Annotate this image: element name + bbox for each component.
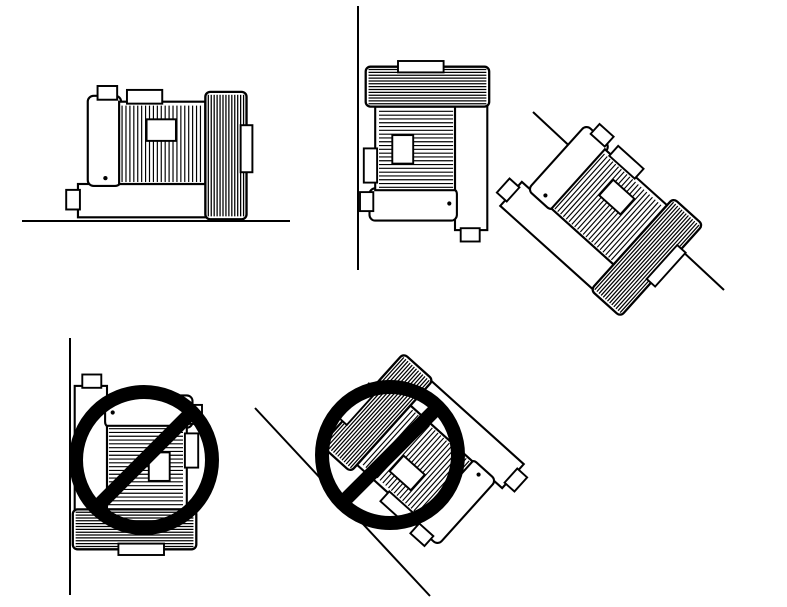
blower-unit-icon: [358, 59, 491, 243]
blower-unit-icon: [489, 102, 713, 322]
blower-unit-icon: [65, 84, 254, 221]
panel-tilted-inverted: [254, 348, 535, 597]
panel-vertical-wall: [357, 6, 491, 270]
panel-horizontal: [22, 84, 290, 222]
prohibited-icon: [315, 380, 465, 530]
panel-upside-down-wall: [69, 338, 219, 595]
prohibited-icon: [69, 385, 219, 535]
blower-unit-icon: [311, 348, 535, 568]
panel-tilted: [489, 102, 725, 322]
